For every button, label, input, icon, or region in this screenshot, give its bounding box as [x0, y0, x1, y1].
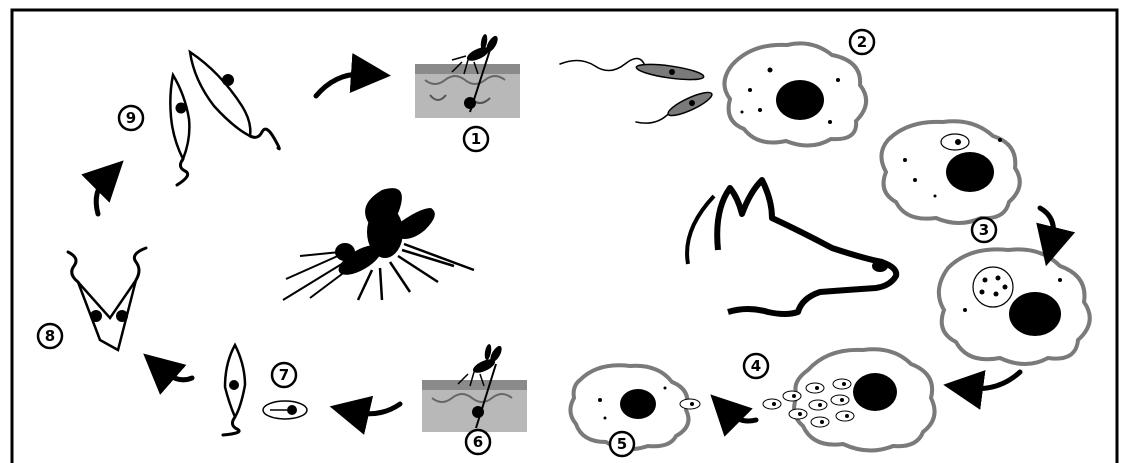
svg-text:7: 7: [279, 366, 289, 384]
dog-head-icon: [687, 180, 896, 314]
figure-frame: [12, 10, 1117, 463]
arrow-4-to-5: [728, 412, 756, 421]
svg-text:4: 4: [751, 357, 761, 375]
step-badge-1: 1: [464, 127, 488, 151]
svg-text:1: 1: [471, 130, 481, 148]
promastigote-icon-9: [170, 52, 279, 185]
step-badge-9: 9: [119, 106, 143, 130]
arrow-8-to-9: [96, 178, 106, 214]
svg-text:8: 8: [45, 327, 55, 345]
skin-bite-icon-6: [422, 364, 527, 432]
arrow-3-to-4: [968, 372, 1020, 389]
svg-text:5: 5: [617, 435, 627, 453]
step-badge-7: 7: [272, 363, 296, 387]
dividing-promastigote-icon: [68, 248, 146, 350]
step-badge-8: 8: [38, 324, 62, 348]
svg-text:3: 3: [979, 221, 989, 239]
step-badge-4: 4: [744, 354, 768, 378]
arrow-2-to-3: [1040, 208, 1054, 242]
step-badge-3: 3: [972, 218, 996, 242]
step-badge-2: 2: [850, 30, 874, 54]
arrow-7-to-8: [162, 370, 192, 380]
promastigote-pair-icon: [560, 58, 714, 123]
svg-text:2: 2: [857, 33, 867, 51]
step-badge-5: 5: [610, 432, 634, 456]
amastigote-transform-icon: [223, 345, 307, 435]
arrow-6-to-7: [354, 404, 400, 414]
macrophage-icon-5: [570, 365, 700, 449]
macrophage-icon-3a: [881, 121, 1019, 223]
sandfly-icon: [283, 188, 474, 300]
macrophage-icon-2: [724, 43, 866, 145]
svg-text:9: 9: [126, 109, 136, 127]
step-badge-6: 6: [466, 430, 490, 454]
svg-text:6: 6: [473, 433, 483, 451]
sandfly-small-icon-6: [458, 344, 504, 386]
macrophage-icon-3b: [939, 249, 1090, 364]
arrow-9-to-1: [316, 74, 366, 96]
